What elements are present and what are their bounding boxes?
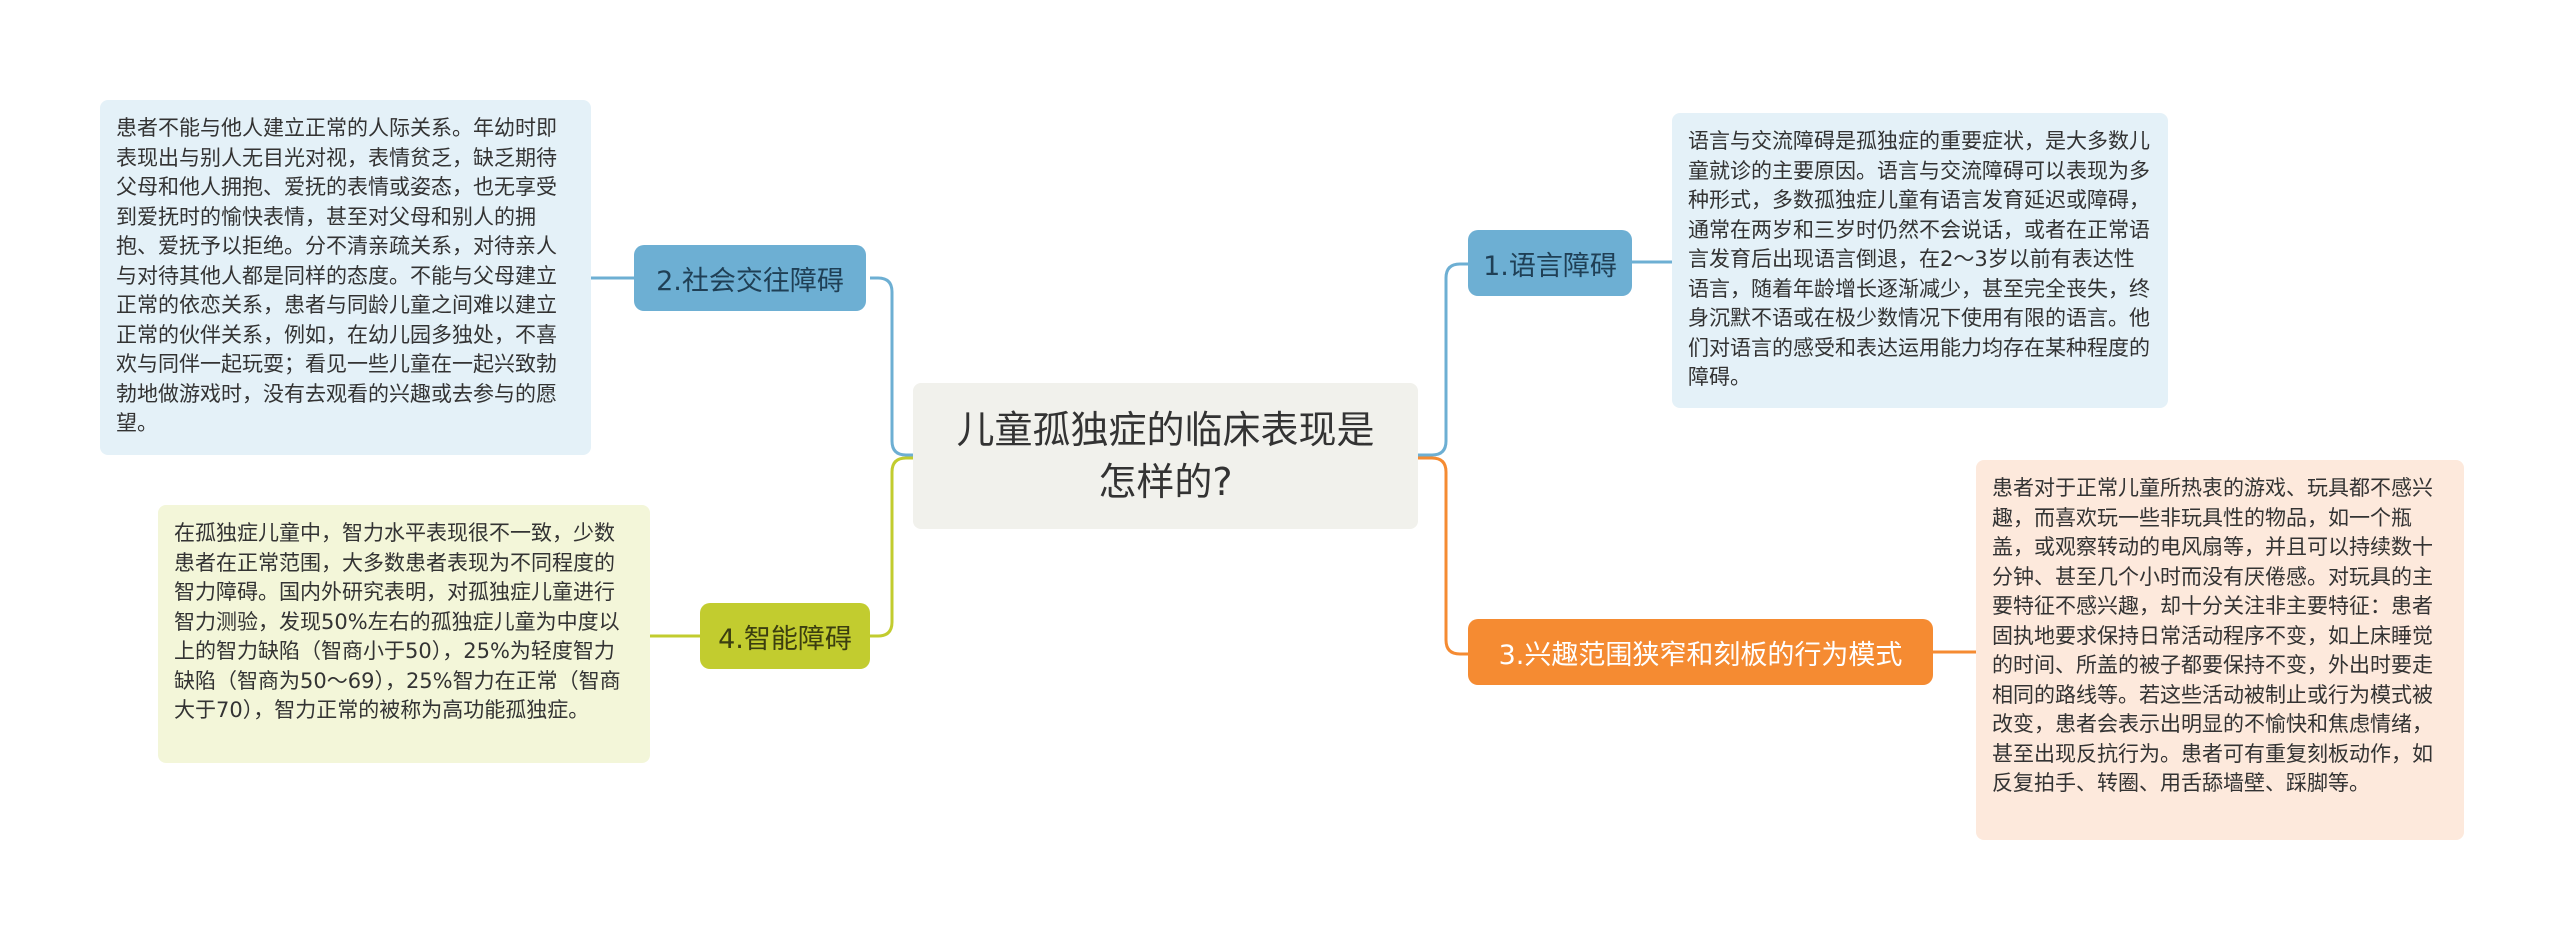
branch-narrow-interests-rigid-behavior[interactable]: 3.兴趣范围狭窄和刻板的行为模式: [1468, 619, 1933, 685]
branch-language-disorder[interactable]: 1.语言障碍: [1468, 230, 1632, 296]
branch-label: 3.兴趣范围狭窄和刻板的行为模式: [1498, 639, 1903, 671]
branch-label: 4.智能障碍: [718, 623, 852, 655]
detail-language-disorder: 语言与交流障碍是孤独症的重要症状，是大多数儿童就诊的主要原因。语言与交流障碍可以…: [1672, 113, 2168, 408]
detail-social-interaction-disorder: 患者不能与他人建立正常的人际关系。年幼时即表现出与别人无目光对视，表情贫乏，缺乏…: [100, 100, 591, 455]
detail-text: 语言与交流障碍是孤独症的重要症状，是大多数儿童就诊的主要原因。语言与交流障碍可以…: [1688, 129, 2150, 389]
connector-root-to-branch-3: [1418, 456, 1468, 656]
central-topic[interactable]: 儿童孤独症的临床表现是怎样的?: [913, 383, 1418, 529]
connector-root-to-branch-4: [870, 456, 913, 638]
detail-narrow-interests-rigid-behavior: 患者对于正常儿童所热衷的游戏、玩具都不感兴趣，而喜欢玩一些非玩具性的物品，如一个…: [1976, 460, 2464, 840]
detail-text: 患者对于正常儿童所热衷的游戏、玩具都不感兴趣，而喜欢玩一些非玩具性的物品，如一个…: [1992, 476, 2433, 795]
branch-label: 1.语言障碍: [1483, 250, 1617, 282]
connector-root-to-branch-1: [1418, 262, 1468, 457]
central-topic-title: 儿童孤独症的临床表现是怎样的?: [956, 408, 1375, 504]
branch-label: 2.社会交往障碍: [656, 265, 844, 297]
branch-social-interaction-disorder[interactable]: 2.社会交往障碍: [634, 245, 866, 311]
connector-root-to-branch-2: [870, 276, 913, 457]
detail-text: 在孤独症儿童中，智力水平表现很不一致，少数患者在正常范围，大多数患者表现为不同程…: [174, 521, 621, 722]
detail-intellectual-disability: 在孤独症儿童中，智力水平表现很不一致，少数患者在正常范围，大多数患者表现为不同程…: [158, 505, 650, 763]
detail-text: 患者不能与他人建立正常的人际关系。年幼时即表现出与别人无目光对视，表情贫乏，缺乏…: [116, 116, 557, 435]
branch-intellectual-disability[interactable]: 4.智能障碍: [700, 603, 870, 669]
